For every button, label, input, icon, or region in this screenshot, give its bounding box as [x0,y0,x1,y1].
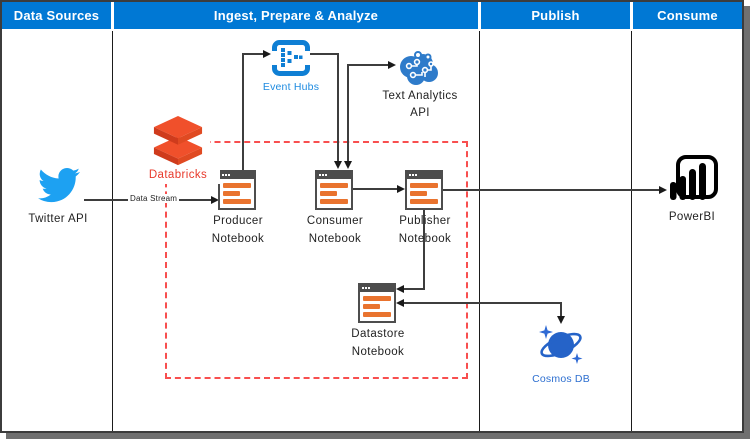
edge-publisher-datastore-v [423,210,425,290]
event-hubs-icon [272,40,310,81]
arrowhead [396,285,404,293]
twitter-label: Twitter API [28,213,88,225]
notebook-line [363,304,381,309]
arrowhead [334,161,342,169]
notebook-body [317,179,351,208]
arrowhead [659,186,667,194]
column-header-consume: Consume [633,2,742,29]
datastore-label-line2: Notebook [351,346,405,358]
text-analytics-label-line1: Text Analytics [382,90,458,102]
notebook-line [320,199,348,204]
producer-notebook-icon [218,170,256,210]
databricks-icon [146,116,210,171]
edge-consumer-textanalytics-v [347,64,349,162]
notebook-titlebar [360,285,394,292]
column-divider-1 [112,31,113,431]
arrowhead [397,185,405,193]
edge-consumer-textanalytics-h [347,64,389,66]
arrowhead [557,316,565,324]
notebook-body [407,179,441,208]
column-header-publish: Publish [481,2,630,29]
notebook-line [410,199,438,204]
arrowhead [211,196,219,204]
consumer-notebook-label: Consumer Notebook [295,212,375,248]
consumer-label-line1: Consumer [306,215,364,227]
notebook-body [220,179,254,208]
consumer-label-line2: Notebook [308,233,362,245]
publisher-notebook-icon [405,170,443,210]
notebook-titlebar [407,172,441,179]
publisher-notebook-label: Publisher Notebook [385,212,465,248]
notebook-line [223,199,251,204]
notebook-line [223,191,241,196]
datastore-notebook-icon [358,283,396,323]
notebook-line [320,183,348,188]
databricks-boundary-box [165,141,468,379]
column-divider-2 [479,31,480,431]
arrowhead [388,61,396,69]
notebook-titlebar [317,172,351,179]
producer-label-line1: Producer [213,215,263,227]
edge-eventhubs-consumer-h [308,53,338,55]
notebook-titlebar [220,172,254,179]
notebook-line [363,296,391,301]
cosmos-db-icon [536,322,586,373]
column-divider-3 [631,31,632,431]
datastore-label-line1: Datastore [351,328,405,340]
edge-eventhubs-consumer-v [337,53,339,162]
producer-label-line2: Notebook [211,233,265,245]
column-header-data-sources: Data Sources [2,2,111,29]
edge-datastore-cosmos-h [403,302,561,304]
publisher-label-line2: Notebook [398,233,452,245]
notebook-line [410,191,428,196]
arrowhead [396,299,404,307]
edge-publisher-datastore-h [403,288,424,290]
publisher-label-line1: Publisher [399,215,451,227]
twitter-icon [34,164,84,211]
producer-notebook-label: Producer Notebook [198,212,278,248]
edge-producer-eventhubs-v [242,53,244,171]
event-hubs-label: Event Hubs [262,81,320,93]
notebook-line [223,183,251,188]
edge-consumer-publisher [353,188,398,190]
powerbi-label: PowerBI [668,211,716,223]
cosmos-db-label: Cosmos DB [532,373,590,385]
architecture-diagram: Data Sources Ingest, Prepare & Analyze P… [0,0,744,433]
notebook-line [363,312,391,317]
edge-publisher-powerbi [443,189,660,191]
text-analytics-label: Text Analytics API [380,88,460,122]
edge-datastore-cosmos-v [560,302,562,317]
column-header-ingest-prepare-analyze: Ingest, Prepare & Analyze [114,2,478,29]
databricks-label: Databricks [136,166,220,184]
edge-label-data-stream: Data Stream [128,194,180,203]
text-analytics-label-line2: API [410,107,430,119]
notebook-line [320,191,338,196]
text-analytics-icon [396,50,442,93]
datastore-notebook-label: Datastore Notebook [338,325,418,361]
arrowhead [344,161,352,169]
consumer-notebook-icon [315,170,353,210]
notebook-body [360,292,394,321]
powerbi-icon [664,154,720,211]
arrowhead [263,50,271,58]
notebook-line [410,183,438,188]
edge-producer-eventhubs-h [242,53,264,55]
